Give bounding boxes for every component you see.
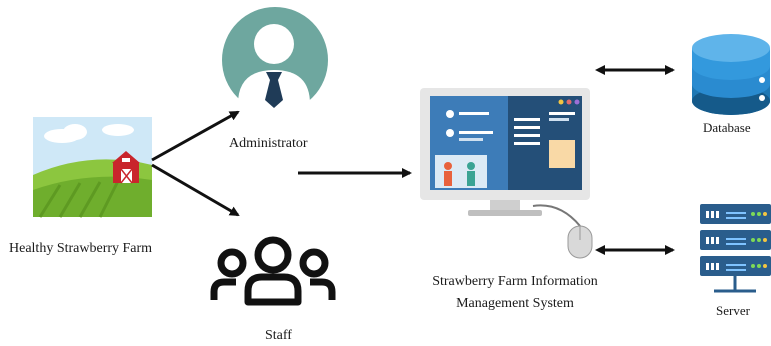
- staff-label: Staff: [265, 328, 292, 343]
- arrow-farm-to-administrator: [151, 110, 240, 162]
- server-rack-icon: [700, 204, 771, 293]
- database-icon: [692, 34, 770, 115]
- administrator-avatar-icon: [222, 7, 328, 114]
- server-label: Server: [716, 303, 750, 318]
- system-label-line1: Strawberry Farm Information: [432, 274, 598, 289]
- database-label: Database: [703, 120, 751, 135]
- arrow-farm-to-staff: [151, 163, 240, 217]
- administrator-label: Administrator: [229, 136, 308, 151]
- system-label-line2: Management System: [456, 296, 574, 311]
- farm-barn-icon: [33, 117, 152, 218]
- farm-label: Healthy Strawberry Farm: [9, 241, 153, 256]
- desktop-computer-icon: [420, 88, 593, 259]
- staff-group-icon: [210, 236, 336, 306]
